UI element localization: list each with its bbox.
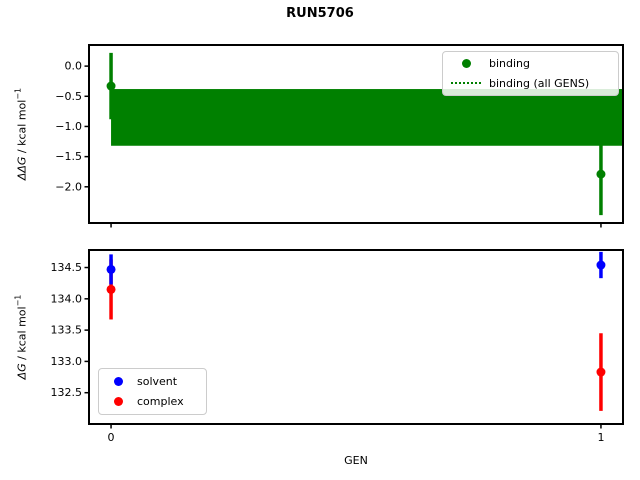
legend-label-solvent: solvent [137, 374, 178, 388]
binding-point-gen0 [106, 81, 116, 91]
bottom-y-axis-label-math: ΔG [15, 363, 29, 380]
y-tick-label-binding-vs-gen: −0.5 [55, 90, 82, 103]
top-y-axis-label: ΔΔG / kcal mol−1 [14, 88, 29, 180]
axes-frame-binding-vs-gen [88, 44, 624, 224]
legend-label-binding: binding [489, 57, 531, 71]
legend-entry-binding-all-gens: binding (all GENS) [443, 74, 612, 94]
top-y-axis-label-sup: −1 [13, 87, 23, 100]
legend-label-complex: complex [137, 395, 184, 409]
solvent-marker-icon [113, 376, 123, 386]
legend-entry-complex: complex [99, 392, 200, 413]
y-tick-label-components-vs-gen: 132.5 [51, 386, 83, 399]
x-axis-label: GEN [344, 454, 368, 467]
solvent-point-gen0 [106, 264, 116, 274]
binding-all-gens-marker-cell [443, 82, 489, 85]
figure-title: RUN5706 [286, 6, 354, 21]
x-tick-label-components-vs-gen: 1 [597, 431, 604, 444]
bottom-y-axis-label-sup: −1 [13, 294, 23, 307]
legend-entry-binding: binding [443, 54, 612, 74]
y-tick-label-binding-vs-gen: −1.5 [55, 150, 82, 163]
y-tick-label-components-vs-gen: 133.0 [51, 355, 83, 368]
complex-point-gen0 [106, 284, 116, 294]
legend-binding: binding binding (all GENS) [442, 51, 619, 96]
axes-frame-components-vs-gen [88, 249, 624, 425]
solvent-marker-cell [99, 376, 137, 386]
top-y-axis-label-unit: / kcal mol [15, 99, 29, 157]
binding-marker-cell [443, 59, 489, 69]
binding-point-gen1 [596, 169, 606, 179]
legend-label-binding-all-gens: binding (all GENS) [489, 76, 590, 90]
y-tick-label-binding-vs-gen: −2.0 [55, 180, 82, 193]
binding-marker-icon [461, 59, 471, 69]
complex-marker-cell [99, 397, 137, 407]
dotted-line-icon [451, 82, 481, 85]
bottom-y-axis-label: ΔG / kcal mol−1 [14, 295, 29, 380]
legend-entry-solvent: solvent [99, 371, 200, 392]
bottom-y-axis-label-unit: / kcal mol [15, 306, 29, 364]
y-tick-label-binding-vs-gen: 0.0 [65, 60, 83, 73]
solvent-point-gen1 [596, 260, 606, 270]
complex-marker-icon [113, 397, 123, 407]
legend-components: solvent complex [98, 368, 207, 415]
y-tick-label-components-vs-gen: 134.5 [51, 261, 83, 274]
y-tick-label-components-vs-gen: 133.5 [51, 324, 83, 337]
y-tick-label-binding-vs-gen: −1.0 [55, 120, 82, 133]
complex-point-gen1 [596, 367, 606, 377]
y-tick-label-components-vs-gen: 134.0 [51, 292, 83, 305]
top-y-axis-label-math: ΔΔG [15, 156, 29, 181]
x-tick-label-components-vs-gen: 0 [108, 431, 115, 444]
